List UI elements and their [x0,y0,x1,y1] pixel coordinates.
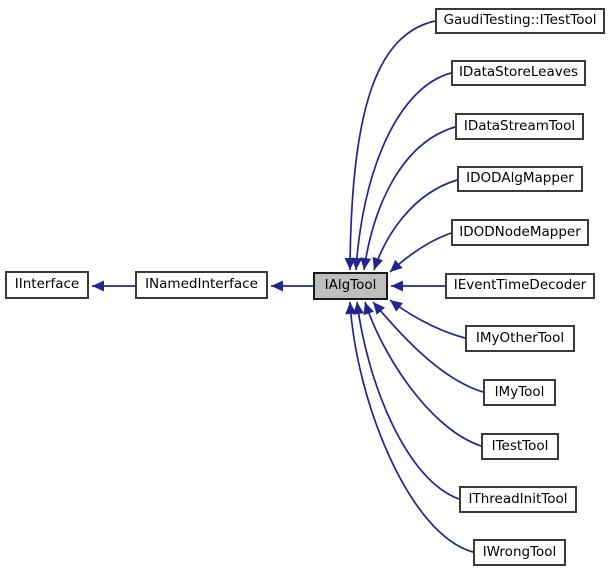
class-node-iinterface[interactable]: IInterface [5,271,89,299]
edge-idodnodemapper-to-ialgtool [389,232,452,273]
class-node-idatastreamtool[interactable]: IDataStreamTool [455,113,584,140]
edge-gauditesting-itesttool-to-ialgtool [344,20,436,271]
class-node-idodnodemapper[interactable]: IDODNodeMapper [451,219,589,246]
class-node-ithreadinittool[interactable]: IThreadInitTool [459,486,577,513]
class-node-ialgtool-current: IAlgTool [313,272,388,300]
class-node-iwrongtool[interactable]: IWrongTool [473,539,566,566]
class-node-imytool[interactable]: IMyTool [483,379,556,406]
edge-imyothertool-to-ialgtool [389,299,466,339]
class-node-gauditesting-itesttool[interactable]: GaudiTesting::ITestTool [435,8,605,34]
class-node-imyothertool[interactable]: IMyOtherTool [465,325,575,352]
class-node-itesttool[interactable]: ITestTool [481,433,559,460]
edge-imytool-to-ialgtool [372,301,484,393]
edge-idatastoreleaves-to-ialgtool [351,72,452,271]
edge-ithreadinittool-to-ialgtool [353,301,460,500]
class-node-ieventtimedecoder[interactable]: IEventTimeDecoder [445,273,595,299]
edge-iwrongtool-to-ialgtool [345,301,474,553]
edge-idodalgmapper-to-ialgtool [372,179,458,271]
class-node-idatastoreleaves[interactable]: IDataStoreLeaves [451,60,586,86]
class-node-inamedinterface[interactable]: INamedInterface [135,271,268,299]
class-node-idodalgmapper[interactable]: IDODAlgMapper [457,166,583,192]
edge-idatastreamtool-to-ialgtool [360,126,456,271]
edge-itesttool-to-ialgtool [363,301,482,447]
